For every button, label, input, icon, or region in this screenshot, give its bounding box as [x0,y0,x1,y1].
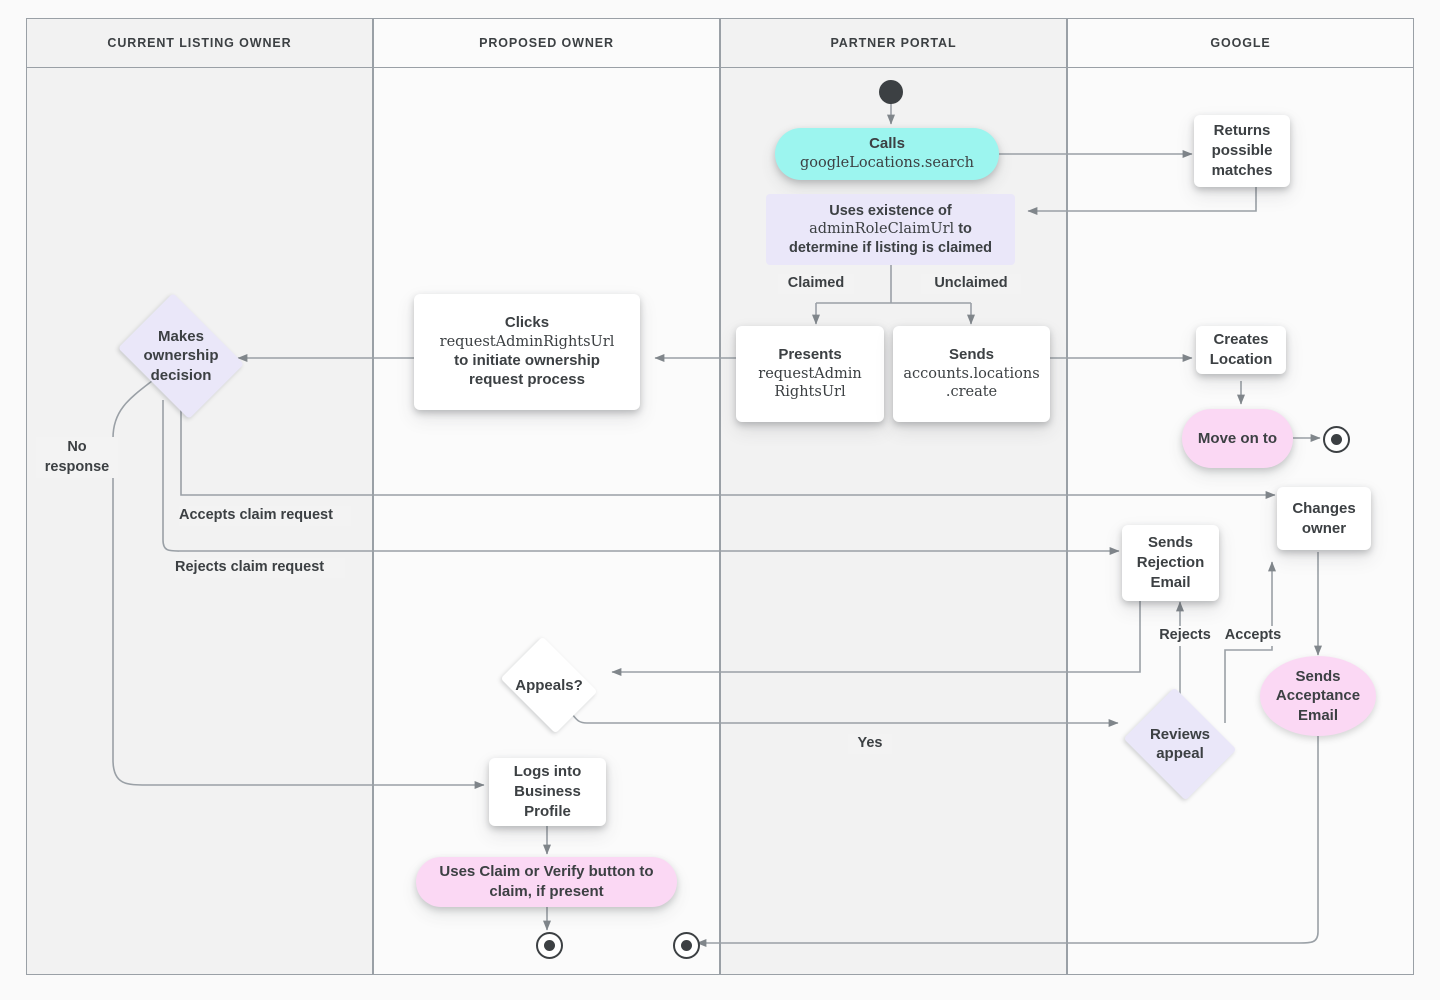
node-makes-ownership-decision-label: Makes ownership decision [143,327,219,384]
node-calls-googlelocations-search[interactable]: Calls googleLocations.search [775,128,999,180]
node-uses-line3: determine if listing is claimed [788,239,993,256]
edge-label-unclaimed: Unclaimed [921,274,1021,294]
lane-header-label: GOOGLE [1210,36,1271,50]
edge-acceptance-to-end [696,736,1319,947]
node-appeals-label: Appeals? [515,676,583,694]
node-returns-possible-matches[interactable]: Returns possible matches [1194,115,1290,187]
node-sendscreate-title: Sends [948,345,994,363]
node-presents-code-2: RightsUrl [774,384,846,401]
lane-header-divider [26,67,1414,68]
node-presents-requestadminrightsurl[interactable]: Presents requestAdmin RightsUrl [736,326,884,422]
node-clicks-line3: to initiate ownership [454,352,600,370]
node-uses-claim-or-verify-button[interactable]: Uses Claim or Verify button to claim, if… [416,857,677,907]
edge-label-accepts-claim-request: Accepts claim request [179,506,351,526]
lane-header-label: PARTNER PORTAL [830,36,957,50]
node-uses-line2: adminRoleClaimUrl to [809,220,972,239]
lane-header-label: CURRENT LISTING OWNER [107,36,292,50]
edge-label-yes: Yes [848,734,892,754]
node-clicks-code: requestAdminRightsUrl [439,334,615,351]
edge-appeals-yes [564,706,1119,727]
node-calls-code: googleLocations.search [799,154,974,171]
end-node-proposed-owner-left [536,932,563,959]
start-node-partner-portal [879,80,903,104]
edge-returns-to-uses [1027,186,1257,215]
node-sendscreate-code-1: accounts.locations [903,365,1040,382]
node-sends-accounts-locations-create[interactable]: Sends accounts.locations .create [893,326,1050,422]
edge-label-no-response-line1: No [67,439,87,455]
edge-decision-accepts [180,400,1276,499]
end-node-dot [544,940,555,951]
node-reviews-appeal-label: Reviews appeal [1149,725,1211,763]
node-usesclaim-line2: claim, if present [489,883,604,900]
node-clicks-requestadminrightsurl[interactable]: Clicks requestAdminRightsUrl to initiate… [414,294,640,410]
node-move-on-to[interactable]: Move on to [1182,409,1293,468]
edge-decision-no-response [112,380,485,789]
edge-label-no-response-line2: response [44,459,110,476]
edge-label-rejects: Rejects [1152,626,1218,646]
node-presents-code-1: requestAdmin [758,365,862,382]
node-reviews-appeal[interactable]: Reviews appeal [1118,687,1242,801]
lane-header-label: PROPOSED OWNER [479,36,614,50]
node-presents-title: Presents [778,345,842,363]
node-appeals[interactable]: Appeals? [494,636,604,734]
node-makes-ownership-decision[interactable]: Makes ownership decision [110,293,252,419]
node-uses-existence-adminroleclaimurl[interactable]: Uses existence of adminRoleClaimUrl to d… [766,194,1015,265]
node-uses-line1: Uses existence of [829,202,952,219]
edge-label-rejects-claim-request: Rejects claim request [175,558,345,578]
edge-label-claimed: Claimed [778,274,854,294]
node-creates-location[interactable]: Creates Location [1196,326,1286,374]
node-usesclaim-line1: Uses Claim or Verify button to [439,862,654,880]
node-logs-into-business-profile[interactable]: Logs into Business Profile [489,758,606,826]
edge-decision-rejects [162,400,1120,555]
node-uses-code: adminRoleClaimUrl [809,221,955,238]
lane-header-partner-portal: PARTNER PORTAL [720,18,1067,68]
node-uses-tail: to [954,221,972,238]
lane-header-proposed-owner: PROPOSED OWNER [373,18,720,68]
node-changes-owner[interactable]: Changes owner [1277,487,1371,550]
end-node-dot [681,940,692,951]
node-clicks-line4: request process [469,370,585,388]
lane-header-current-listing-owner: CURRENT LISTING OWNER [26,18,373,68]
edge-rejection-to-appeals [611,601,1141,676]
edge-label-accepts: Accepts [1218,626,1288,646]
node-sendscreate-code-2: .create [945,384,998,401]
edge-reviews-accepts [1224,561,1276,723]
end-node-proposed-owner-right [673,932,700,959]
node-sends-rejection-email[interactable]: Sends Rejection Email [1122,525,1219,601]
node-sends-acceptance-email[interactable]: Sends Acceptance Email [1260,656,1376,736]
lane-column-current-listing-owner [26,18,373,975]
node-clicks-title: Clicks [504,314,550,332]
edge-label-no-response: No response [36,437,118,478]
end-node-google [1323,426,1350,453]
node-calls-title: Calls [869,135,905,153]
lane-header-google: GOOGLE [1067,18,1414,68]
end-node-dot [1331,434,1342,445]
